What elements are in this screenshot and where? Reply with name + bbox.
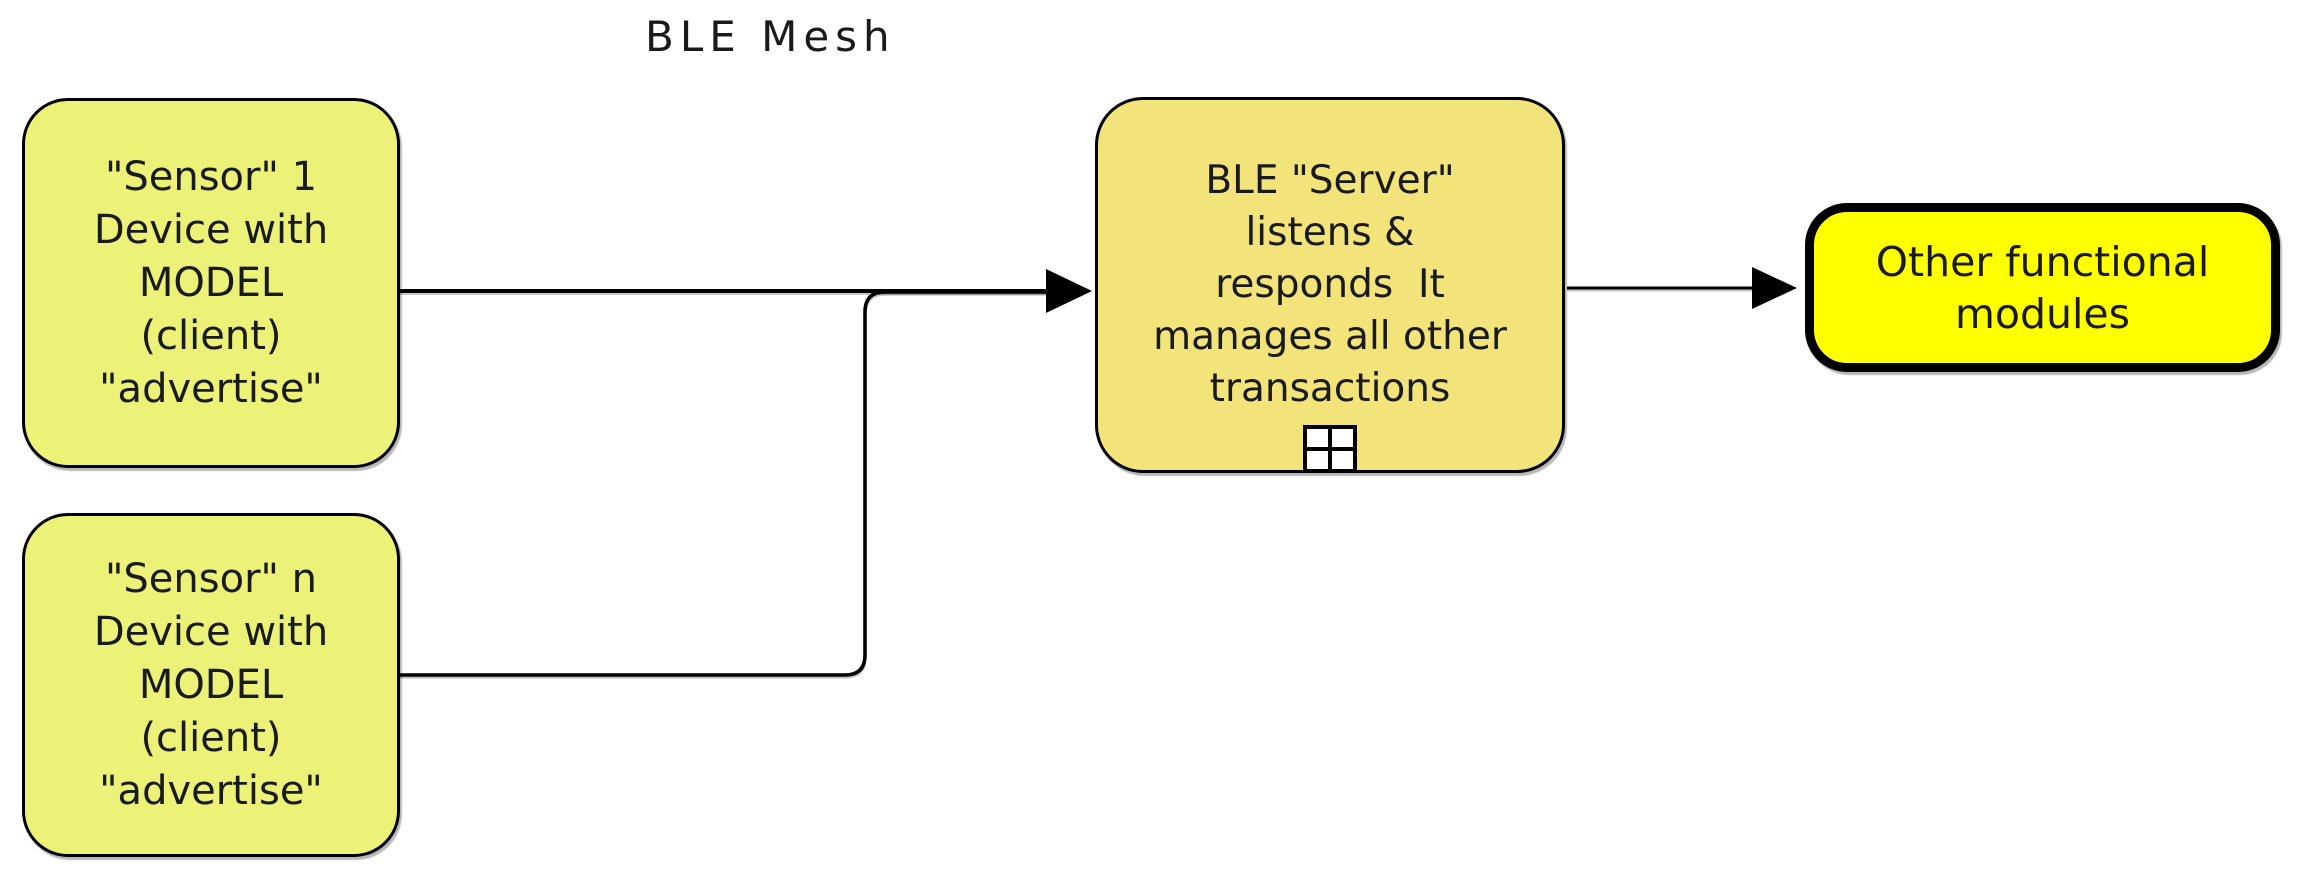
node-text-line: manages all other	[1153, 314, 1507, 359]
node-text-line: BLE "Server"	[1205, 158, 1455, 203]
node-text-line: Device with	[93, 206, 329, 253]
diagram-title: BLE Mesh	[645, 12, 896, 61]
node-other-functional-modules[interactable]: Other functional modules	[1805, 203, 2280, 372]
node-text-line: "advertise"	[99, 767, 323, 814]
node-text-line: Device with	[93, 608, 329, 655]
node-text-line: modules	[1954, 289, 2130, 338]
node-ble-server[interactable]: BLE "Server" listens & responds It manag…	[1095, 97, 1565, 473]
node-text-line: (client)	[140, 714, 282, 761]
node-sensor-1[interactable]: "Sensor" 1 Device with MODEL (client) "a…	[22, 98, 400, 468]
node-sensor-n[interactable]: "Sensor" n Device with MODEL (client) "a…	[22, 513, 400, 857]
arrowhead-into-server-icon	[1046, 269, 1092, 313]
node-text-line: (client)	[140, 312, 282, 359]
connector-sensor-n-to-server	[400, 290, 1046, 677]
expand-plus-icon[interactable]	[1303, 425, 1357, 473]
node-text-line: MODEL	[138, 259, 284, 306]
node-text-line: MODEL	[138, 661, 284, 708]
arrowhead-into-modules-icon	[1752, 267, 1797, 309]
node-text-line: Other functional	[1875, 237, 2210, 286]
node-text-line: "Sensor" 1	[104, 153, 318, 200]
node-text-line: "Sensor" n	[105, 555, 317, 602]
node-text-line: responds It	[1215, 262, 1445, 307]
node-text-line: "advertise"	[99, 365, 323, 412]
node-text-line: transactions	[1209, 366, 1451, 411]
node-text-line: listens &	[1245, 210, 1415, 255]
